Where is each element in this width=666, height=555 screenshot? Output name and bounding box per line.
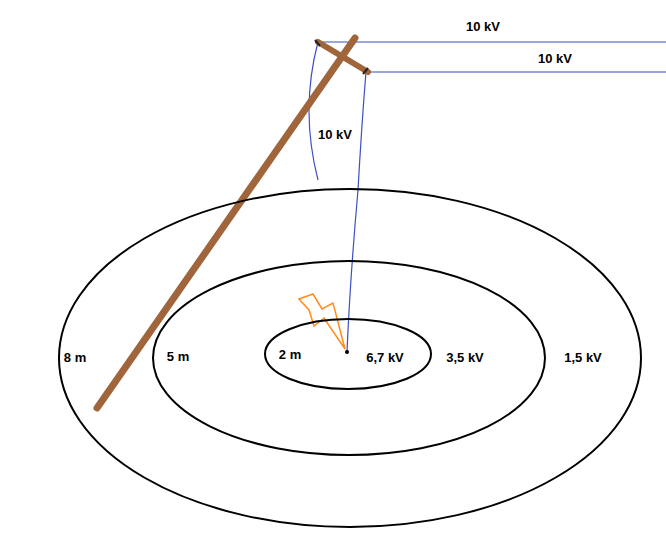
distance-zone: 2 m 6,7 kV 5 m 3,5 kV 8 m 1,5 kV: [58, 188, 642, 528]
zone-boundary: [59, 189, 641, 527]
zone-boundary: [153, 261, 545, 455]
hanging-wire: [309, 42, 318, 180]
insulator: [363, 68, 368, 74]
zone-boundary: [265, 319, 431, 389]
voltage-label: 10 kV: [464, 20, 502, 34]
zone-ellipse: [152, 260, 546, 456]
overhead-wire: [318, 41, 666, 42]
distance-label: 8 m: [64, 351, 86, 365]
power-lines: [309, 42, 666, 352]
cross-arm: [318, 42, 368, 72]
distance-zone: 2 m 6,7 kV: [264, 318, 432, 390]
voltage-label: 10 kV: [316, 128, 354, 142]
fallen-wire: [347, 72, 366, 352]
insulator: [315, 40, 320, 46]
voltage-label: 6,7 kV: [366, 351, 404, 365]
distance-label: 5 m: [167, 350, 189, 364]
zone-ellipse: [58, 188, 642, 528]
distance-label: 2 m: [279, 348, 301, 362]
voltage-label: 10 kV: [536, 52, 574, 66]
voltage-label: 3,5 kV: [446, 351, 484, 365]
voltage-label: 1,5 kV: [564, 351, 602, 365]
ground-contact-point: [345, 350, 349, 354]
distance-zone: 2 m 6,7 kV 5 m 3,5 kV: [152, 260, 546, 456]
overhead-wire: [366, 71, 666, 72]
power-pole: [97, 38, 355, 408]
